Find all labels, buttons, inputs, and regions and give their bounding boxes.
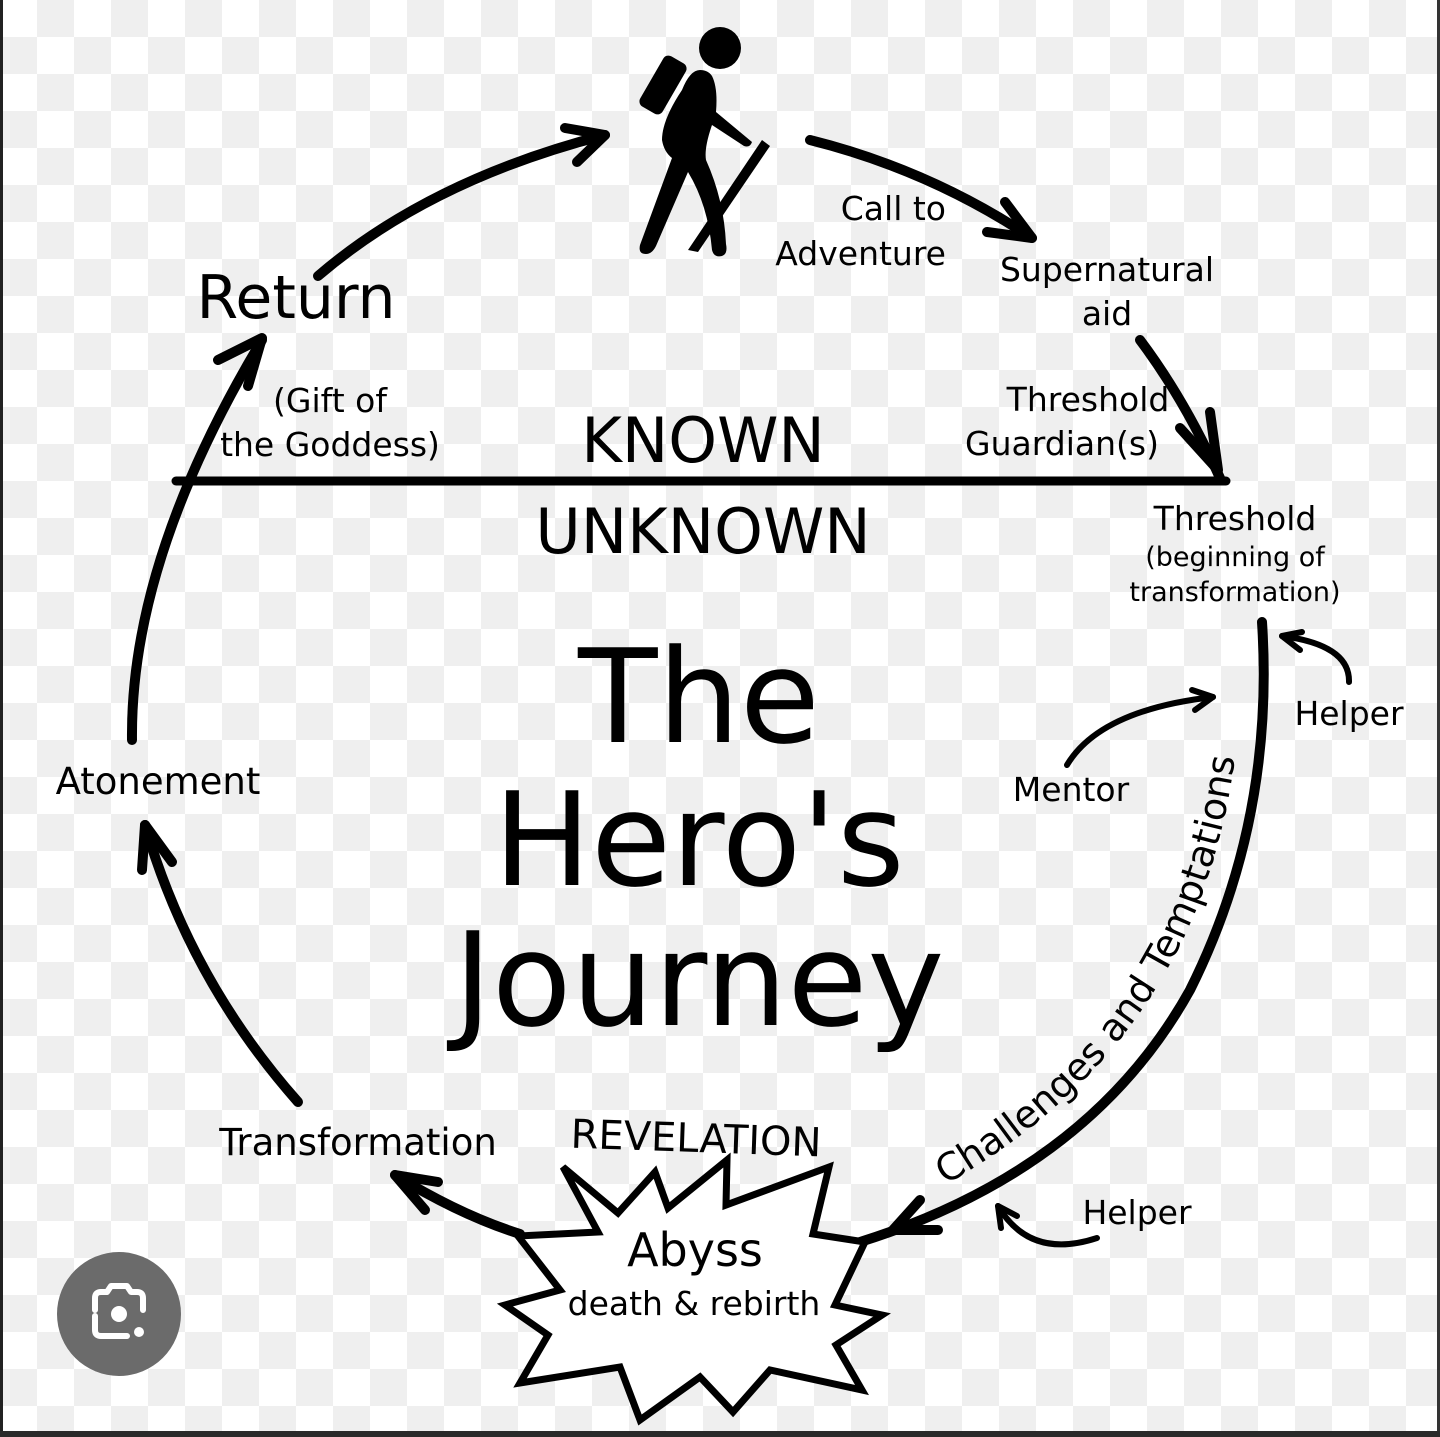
title-line2: Hero's — [493, 764, 904, 916]
supernatural-aid-line2: aid — [1082, 294, 1132, 333]
arrow-abyss-to-transformation — [390, 1170, 525, 1239]
mentor-label: Mentor — [1013, 770, 1130, 809]
transformation-label: Transformation — [218, 1121, 497, 1164]
arrow-call-to-adventure — [805, 135, 1037, 243]
abyss-subtitle: death & rebirth — [568, 1284, 821, 1323]
title-line3: Journey — [447, 904, 945, 1056]
frame-bottom-edge — [0, 1431, 1440, 1437]
helper-bottom-label: Helper — [1082, 1193, 1192, 1232]
arrow-challenges-to-abyss — [855, 617, 1269, 1247]
abyss-label: Abyss — [627, 1223, 763, 1277]
call-to-adventure-line1: Call to — [841, 189, 946, 228]
threshold-guardians-line1: Threshold — [1006, 380, 1170, 419]
revelation-label: REVELATION — [570, 1112, 822, 1167]
gift-label-line2: the Goddess) — [220, 425, 440, 464]
threshold-guardians-line2: Guardian(s) — [965, 424, 1159, 463]
atonement-label: Atonement — [56, 760, 261, 803]
arrow-return-to-hero — [313, 123, 610, 281]
supernatural-aid-line1: Supernatural — [1000, 250, 1214, 289]
frame-left-edge — [0, 0, 3, 1437]
arrow-atonement-to-return — [126, 333, 267, 745]
arrow-helper-bottom — [995, 1203, 1100, 1248]
return-label: Return — [196, 263, 395, 333]
arrow-helper-top — [1279, 629, 1353, 685]
arrow-supernatural-to-threshold — [1135, 335, 1225, 483]
known-label: KNOWN — [581, 404, 825, 477]
call-to-adventure-line2: Adventure — [775, 234, 946, 273]
threshold-line1: Threshold — [1153, 499, 1317, 538]
hiker-icon — [639, 27, 770, 257]
title-line1: The — [577, 621, 820, 773]
google-lens-icon — [92, 1283, 146, 1339]
frame-right-edge — [1437, 0, 1440, 1437]
gift-label-line1: (Gift of — [273, 381, 388, 420]
google-lens-button[interactable] — [57, 1252, 181, 1376]
unknown-label: UNKNOWN — [535, 495, 870, 568]
threshold-line2: (beginning of — [1145, 542, 1326, 573]
arrow-mentor — [1064, 687, 1216, 768]
arrow-transformation-to-atonement — [137, 820, 303, 1107]
threshold-line3: transformation) — [1129, 577, 1340, 608]
helper-top-label: Helper — [1294, 694, 1404, 733]
abyss-starburst — [496, 1152, 891, 1426]
